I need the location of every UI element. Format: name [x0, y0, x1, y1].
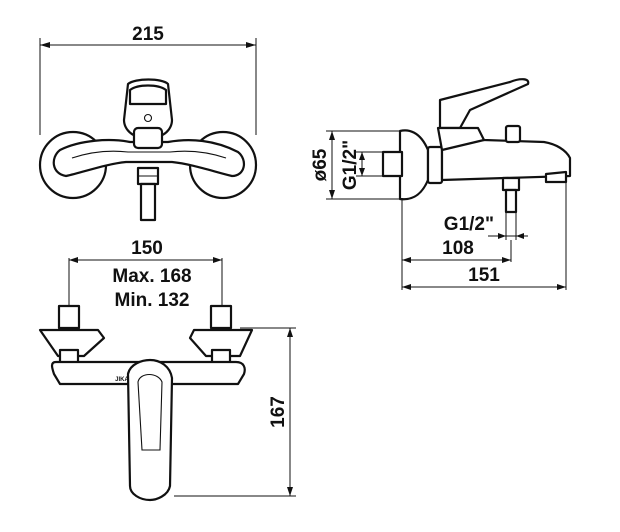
- arrow-108-left: [402, 257, 411, 263]
- spout-tip: [544, 170, 568, 184]
- arrow-thread-down: [359, 168, 365, 176]
- arrow-150-left: [69, 257, 78, 263]
- mixer-body-top: [52, 138, 246, 178]
- indicator-dot: [143, 113, 153, 123]
- wall-thread-stub: [381, 150, 404, 178]
- outlet-pipe: [504, 188, 518, 214]
- arrow-right: [246, 42, 256, 48]
- height-label: 167: [268, 396, 289, 428]
- side-view: ø65 G1/2" G1/2" 108 151: [310, 78, 572, 290]
- arrow-151-left: [402, 284, 411, 290]
- lever-inner-contour: [137, 373, 163, 451]
- body-contour: [71, 150, 227, 159]
- arrow-108-right: [502, 257, 511, 263]
- arrow-thread-up: [359, 152, 365, 160]
- lever-top-cap: [128, 84, 168, 106]
- right-eccentric-top: [209, 304, 233, 330]
- thread-label-horizontal: G1/2": [444, 214, 494, 235]
- width-label: 215: [132, 24, 164, 45]
- arrow-150-right: [213, 257, 222, 263]
- left-eccentric-top: [57, 304, 81, 330]
- lever-side: [438, 78, 530, 130]
- lever-collar: [436, 126, 486, 152]
- centers-label: 150: [131, 238, 163, 259]
- arrow-left: [40, 42, 50, 48]
- outlet-nut: [501, 176, 521, 192]
- arrow-outlet-right: [516, 233, 524, 239]
- diameter-label: ø65: [310, 148, 331, 181]
- top-view: 215: [38, 24, 258, 222]
- connector-nut: [426, 145, 444, 185]
- diverter-knob: [504, 124, 522, 144]
- cartridge-base: [132, 126, 164, 150]
- arrow-up: [329, 131, 335, 140]
- brand-mark: JIKA: [115, 377, 129, 383]
- arrow-down: [329, 190, 335, 199]
- left-escutcheon-front: [38, 328, 106, 358]
- wall-escutcheon-side: [398, 129, 430, 201]
- max-label: Max. 168: [112, 266, 191, 287]
- arrow-151-right: [557, 284, 566, 290]
- spout-outlet: [139, 182, 157, 222]
- front-view: 150 Max. 168 Min. 132 JIKA 167: [38, 238, 296, 502]
- dim-151-label: 151: [468, 265, 500, 286]
- lever-front: [126, 358, 174, 502]
- dim-108-label: 108: [442, 238, 474, 259]
- arrow-167-up: [287, 328, 293, 337]
- arrow-outlet-left: [498, 233, 506, 239]
- arrow-167-down: [287, 487, 293, 496]
- min-label: Min. 132: [115, 290, 190, 311]
- thread-label-vertical: G1/2": [340, 140, 361, 190]
